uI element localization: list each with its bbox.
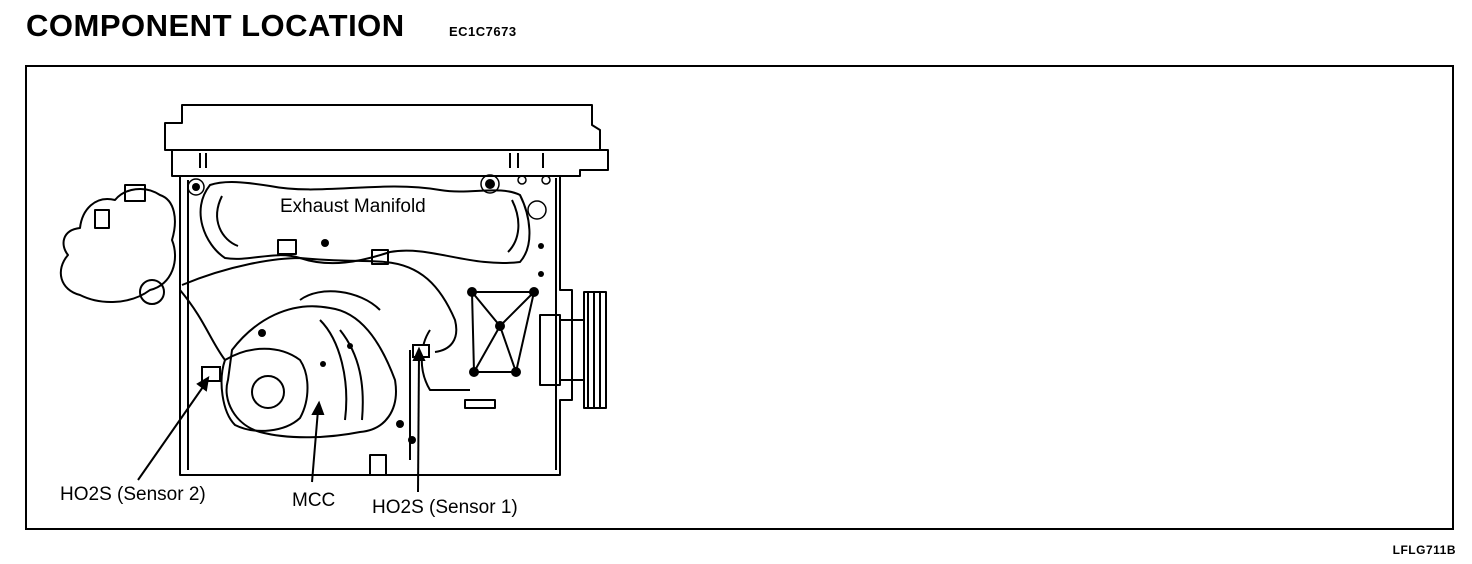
exhaust-manifold-label: Exhaust Manifold: [280, 196, 426, 217]
mcc-leader: [311, 409, 319, 483]
ho2s-sensor2-leader: [137, 383, 206, 481]
diagram-frame: [25, 65, 1454, 530]
page-title: COMPONENT LOCATION: [26, 8, 405, 43]
figure-id: LFLG711B: [1392, 543, 1456, 557]
ho2s-sensor2-shape: [201, 366, 221, 382]
ho2s-sensor1-label: HO2S (Sensor 1): [372, 497, 518, 518]
ho2s-sensor2-label: HO2S (Sensor 2): [60, 484, 206, 505]
mcc-label: MCC: [292, 490, 336, 511]
document-code: EC1C7673: [449, 24, 517, 39]
ho2s-sensor1-leader: [417, 354, 420, 493]
